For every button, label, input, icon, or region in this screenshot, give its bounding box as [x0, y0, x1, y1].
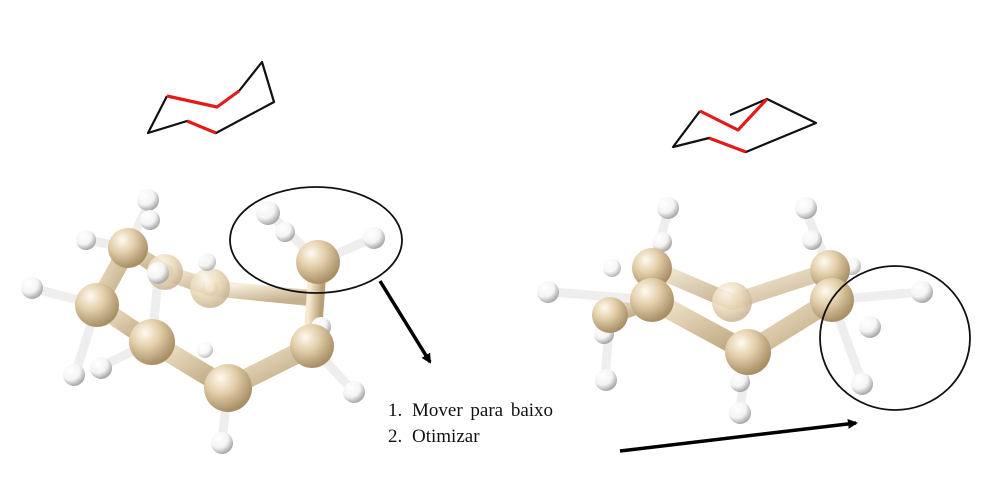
step-2-text: Otimizar [412, 426, 480, 447]
step-1: 1. Mover para baixo [388, 398, 553, 424]
highlight-circle-right [819, 265, 971, 411]
chair-conformation-sketch [671, 97, 818, 154]
left-molecule-model [21, 189, 385, 454]
right-molecule-model [537, 197, 933, 424]
arrow-down [378, 280, 432, 364]
step-1-number: 1. [388, 400, 403, 421]
highlight-circle-left [229, 186, 403, 294]
instruction-steps: 1. Mover para baixo 2. Otimizar [388, 398, 553, 450]
step-1-text: Mover para baixo [412, 400, 554, 421]
step-2-number: 2. [388, 426, 403, 447]
boat-conformation-sketch [146, 60, 276, 135]
arrow-right [619, 418, 858, 453]
step-2: 2. Otimizar [388, 424, 553, 450]
